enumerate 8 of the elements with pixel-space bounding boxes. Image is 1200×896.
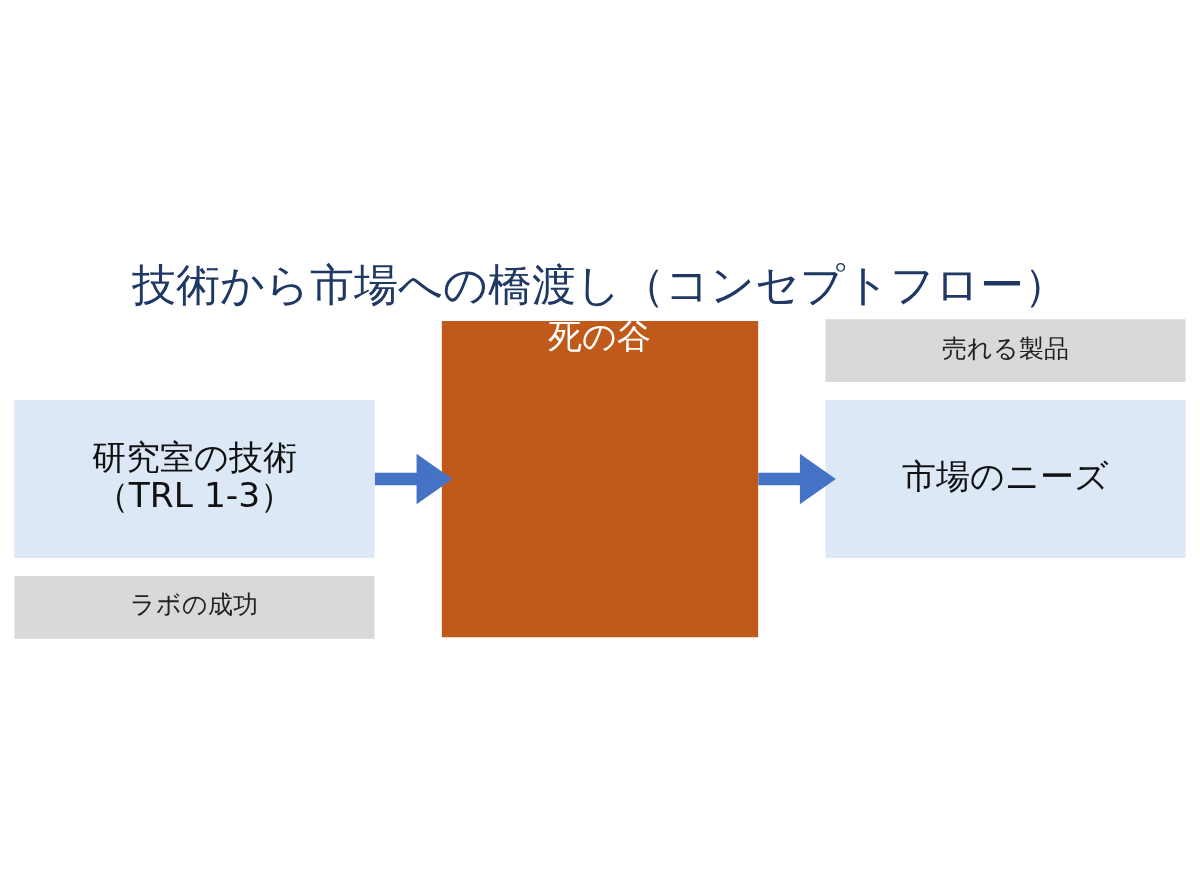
arrow [374,453,453,504]
diagram-title: 技術から市場への橋渡し（コンセプトフロー） [132,258,1068,310]
node-box: 市場のニーズ [825,399,1186,558]
node-box: 売れる製品 [825,318,1186,382]
node-box: 死の谷 [441,320,759,637]
node-box: ラボの成功 [14,575,375,639]
node-box: 研究室の技術 （TRL 1-3） [14,399,375,558]
arrow [758,453,836,504]
